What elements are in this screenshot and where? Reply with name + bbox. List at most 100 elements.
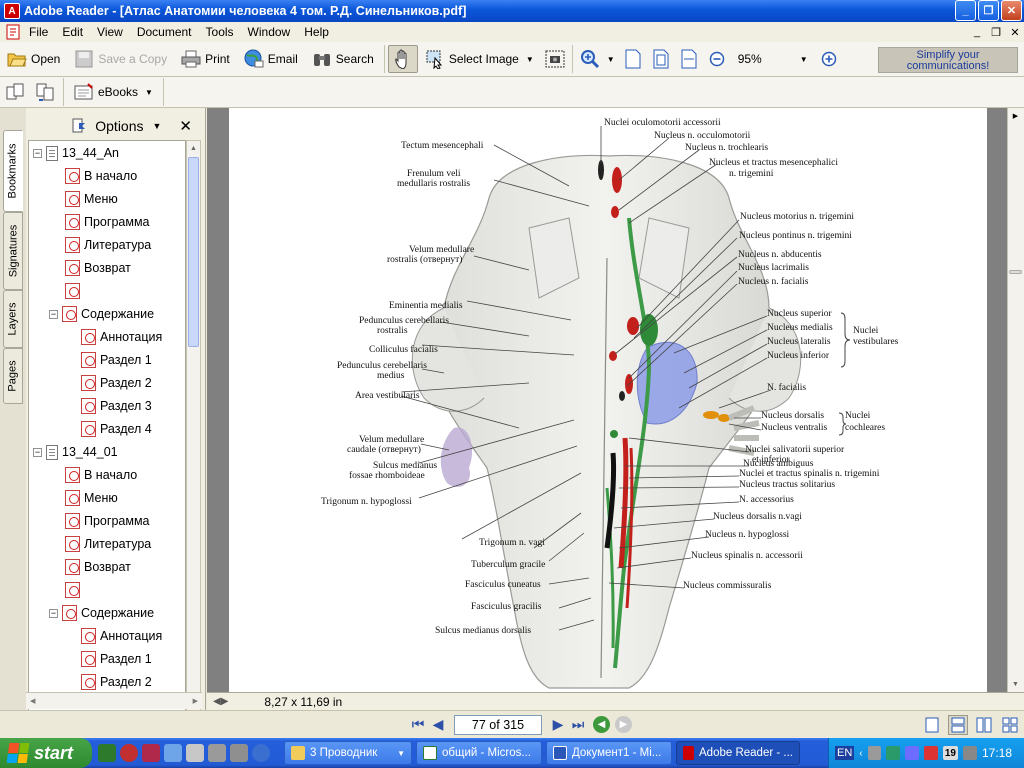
document-scrollbar[interactable]: ▶ ▼ <box>1007 108 1024 692</box>
bookmark-item[interactable]: Раздел 1 <box>81 649 152 669</box>
scroll-up-arrow[interactable]: ▶ <box>1012 112 1019 120</box>
tab-pages[interactable]: Pages <box>3 348 23 404</box>
zoom-level-select[interactable]: 95% ▼ <box>731 45 815 73</box>
bookmark-item[interactable]: Программа <box>65 511 150 531</box>
tab-bookmarks[interactable]: Bookmarks <box>3 130 23 212</box>
bookmark-item[interactable]: Аннотация <box>81 626 162 646</box>
collapse-toggle-icon[interactable]: − <box>33 446 42 457</box>
split-handle-icon[interactable]: ◀▶ <box>213 696 229 707</box>
task-explorer[interactable]: 3 Проводник▼ <box>284 741 412 765</box>
open-button[interactable]: Open <box>0 45 67 73</box>
menu-window[interactable]: Window <box>247 25 291 39</box>
scroll-up-arrow[interactable]: ▲ <box>190 145 197 152</box>
chevron-down-icon[interactable]: ▼ <box>145 87 153 97</box>
scroll-thumb[interactable] <box>188 157 199 347</box>
search-button[interactable]: Search <box>305 45 381 73</box>
chevron-down-icon[interactable]: ▼ <box>525 54 534 64</box>
title-bar[interactable]: A Adobe Reader - [Атлас Анатомии человек… <box>0 0 1024 22</box>
collapse-toggle-icon[interactable]: − <box>49 308 58 319</box>
bookmark-item[interactable]: Раздел 2 <box>81 373 152 393</box>
bookmark-item[interactable]: Раздел 4 <box>81 419 152 439</box>
maximize-button[interactable]: ❐ <box>978 0 999 21</box>
flag-tray-icon[interactable] <box>923 746 938 760</box>
save-quicklaunch-icon[interactable] <box>142 744 160 762</box>
bookmark-item[interactable]: Литература <box>65 534 151 554</box>
select-image-button[interactable]: Select Image ▼ <box>418 45 541 73</box>
task-adobe-reader[interactable]: Adobe Reader - ... <box>676 741 800 765</box>
doc-restore-button[interactable]: ❐ <box>991 26 1001 39</box>
email-button[interactable]: Email <box>237 45 305 73</box>
language-indicator[interactable]: EN <box>835 746 855 760</box>
bookmark-item[interactable]: Аннотация <box>81 327 162 347</box>
task-word[interactable]: Документ1 - Mi... <box>546 741 672 765</box>
continuous-page-icon[interactable] <box>948 715 968 735</box>
menu-file[interactable]: File <box>29 25 49 39</box>
bookmark-item[interactable]: −Содержание <box>49 603 154 623</box>
menu-tools[interactable]: Tools <box>205 25 234 39</box>
minimize-button[interactable]: _ <box>955 0 976 21</box>
single-page-icon[interactable] <box>922 715 942 735</box>
day-tray-icon[interactable]: 19 <box>942 746 959 760</box>
zoom-out-button[interactable] <box>703 45 731 73</box>
printer-quicklaunch-icon[interactable] <box>230 744 248 762</box>
network-quicklaunch-icon[interactable] <box>208 744 226 762</box>
bookmarks-hscrollbar[interactable]: ◀ ▶ <box>26 692 202 709</box>
scroll-down-arrow[interactable]: ▼ <box>1012 681 1019 688</box>
bookmarks-scrollbar[interactable]: ▲ ▼ <box>186 140 201 720</box>
start-button[interactable]: start <box>0 738 92 768</box>
bookmark-item[interactable]: В начало <box>65 465 137 485</box>
save-copy-button[interactable]: Save a Copy <box>67 45 174 73</box>
fit-width-button[interactable] <box>675 45 703 73</box>
bookmark-item[interactable]: Программа <box>65 212 150 232</box>
bookmark-item[interactable]: В начало <box>65 166 137 186</box>
actual-size-button[interactable] <box>619 45 647 73</box>
antivirus-tray-icon[interactable] <box>886 746 901 760</box>
page-number-field[interactable]: 77 of 315 <box>454 714 542 735</box>
chevron-down-icon[interactable]: ▼ <box>799 54 808 64</box>
drive-quicklaunch-icon[interactable] <box>186 744 204 762</box>
go-forward-button[interactable]: ▶ <box>615 716 632 733</box>
tray-misc-icon[interactable] <box>963 746 977 760</box>
tab-signatures[interactable]: Signatures <box>3 212 23 290</box>
options-menu[interactable]: Options <box>95 118 144 134</box>
bookmark-item[interactable]: Литература <box>65 235 151 255</box>
print-button[interactable]: Print <box>174 45 237 73</box>
bookmark-item[interactable]: Раздел 2 <box>81 672 152 692</box>
bookmark-item[interactable]: Меню <box>65 189 118 209</box>
close-button[interactable]: ✕ <box>1001 0 1022 21</box>
menu-view[interactable]: View <box>97 25 123 39</box>
bookmark-item[interactable]: Меню <box>65 488 118 508</box>
bookmark-item[interactable] <box>65 281 84 301</box>
ad-banner[interactable]: Simplify your communications! <box>878 47 1018 73</box>
bookmark-item[interactable]: Возврат <box>65 258 131 278</box>
zoom-in-tool-button[interactable]: ▼ <box>576 45 619 73</box>
desktop-quicklaunch-icon[interactable] <box>164 744 182 762</box>
bookmark-item[interactable]: Раздел 1 <box>81 350 152 370</box>
chevron-down-icon[interactable]: ▼ <box>152 121 162 131</box>
menu-edit[interactable]: Edit <box>62 25 84 39</box>
last-page-button[interactable]: ⏭ <box>571 716 585 732</box>
bookmark-item[interactable] <box>65 580 84 600</box>
fit-page-button[interactable] <box>647 45 675 73</box>
opera-quicklaunch-icon[interactable] <box>120 744 138 762</box>
bookmark-root[interactable]: −13_44_01 <box>33 442 118 462</box>
scroll-thumb[interactable] <box>1009 270 1022 274</box>
doc-close-button[interactable]: ✕ <box>1010 26 1020 39</box>
page-layout-button[interactable] <box>30 78 60 106</box>
rotate-view-button[interactable] <box>0 78 30 106</box>
media-quicklaunch-icon[interactable] <box>252 744 270 762</box>
previous-page-button[interactable]: ◀ <box>432 716 444 732</box>
bookmark-root[interactable]: −13_44_An <box>33 143 119 163</box>
volume-tray-icon[interactable] <box>905 746 919 760</box>
chevron-down-icon[interactable]: ▼ <box>606 54 615 64</box>
first-page-button[interactable]: ⏮ <box>411 716 425 732</box>
doc-minimize-button[interactable]: _ <box>973 26 981 38</box>
go-back-button[interactable]: ◀ <box>593 716 610 733</box>
close-pane-icon[interactable]: ✕ <box>179 118 192 135</box>
tab-layers[interactable]: Layers <box>3 290 23 348</box>
task-excel[interactable]: общий - Micros... <box>416 741 542 765</box>
facing-pages-icon[interactable] <box>974 715 994 735</box>
hand-tool-button[interactable] <box>387 45 418 73</box>
bookmark-item[interactable]: Раздел 3 <box>81 396 152 416</box>
menu-help[interactable]: Help <box>304 25 329 39</box>
